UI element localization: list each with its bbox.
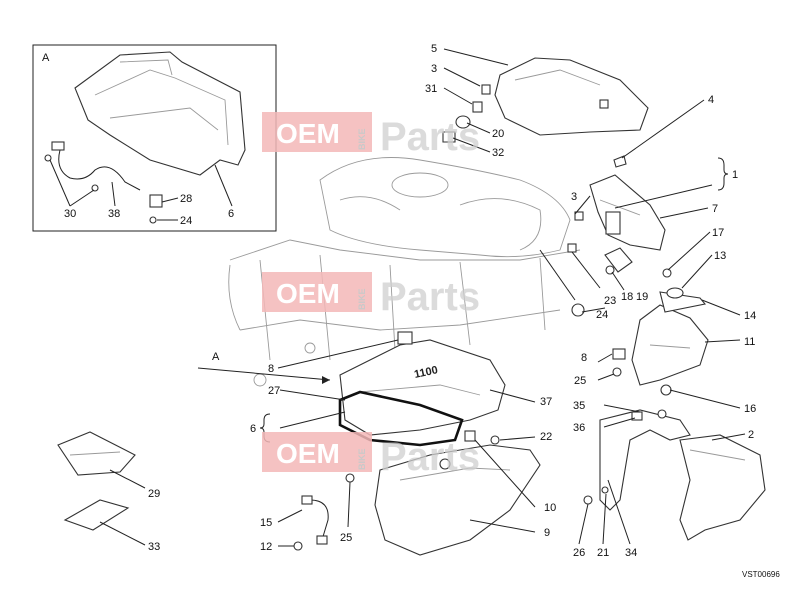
part-clip-8b [612,348,626,360]
callout-22: 22 [540,431,552,443]
callout-5: 5 [431,43,437,55]
part-spacer-20 [455,115,471,129]
fairing-model-label: 1100 [413,364,439,381]
part-washer-21 [601,486,609,494]
svg-text:OEM: OEM [276,438,340,469]
part-bracket-19 [604,247,633,273]
callout-7: 7 [712,203,718,215]
part-grommet-13 [666,287,684,299]
part-bushing-31 [472,101,483,113]
callout-8b: 8 [581,352,587,364]
svg-text:Parts: Parts [380,275,480,319]
callout-3b: 3 [571,191,577,203]
part-tank-cover [494,57,649,136]
part-instrument-cover [589,174,666,251]
part-screw-25 [345,473,355,483]
svg-text:BIKE: BIKE [357,288,367,310]
inset-detail-a: A [32,44,277,232]
callout-13: 13 [714,250,726,262]
part-clip-32 [442,131,456,143]
callout-26: 26 [573,547,585,559]
part-screw-25b [612,367,622,377]
callout-3: 3 [431,63,437,75]
part-grommet-3 [481,84,491,95]
part-side-fairing: 1100 [339,339,506,436]
callout-4: 4 [708,94,714,106]
leader-lines [99,48,746,547]
part-screw-24 [571,303,585,317]
drawing-code: VST00696 [742,570,780,579]
part-screw-26 [583,495,593,505]
watermark-2: OEM BIKE Parts [262,272,480,319]
callout-9: 9 [544,527,550,539]
callout-29: 29 [148,488,160,500]
part-grommet-3b [574,211,584,221]
watermark-3: OEM BIKE Parts [262,432,480,479]
callout-28: 28 [180,193,192,205]
section-label-a: A [212,351,220,363]
part-nut-22 [490,435,500,445]
callout-24: 24 [596,309,608,321]
part-cable-15 [309,499,329,541]
svg-text:OEM: OEM [276,278,340,309]
svg-text:Parts: Parts [380,115,480,159]
callout-10: 10 [544,502,556,514]
callout-11: 11 [744,336,755,348]
part-screw-12 [293,541,303,551]
callout-37: 37 [540,396,552,408]
part-screw-17 [662,268,672,278]
part-lower-fairing [374,444,541,556]
callout-6-inset: 6 [228,208,234,220]
callout-23: 23 [604,295,616,307]
callout-34: 34 [625,547,637,559]
part-manual-33 [63,499,130,531]
callout-2: 2 [748,429,754,441]
part-cable-end-15b [316,535,328,545]
callout-38: 38 [108,208,120,220]
callout-20: 20 [492,128,504,140]
part-inner-fender [599,409,691,511]
part-front-mudguard [679,434,766,541]
callout-36: 36 [573,422,585,434]
inset-label: A [42,52,50,64]
callout-35: 35 [573,400,585,412]
part-air-duct [631,304,709,386]
callout-19: 19 [636,291,648,303]
callout-16: 16 [744,403,756,415]
callout-18: 18 [621,291,633,303]
part-clip-8 [397,331,413,345]
callout-24-inset: 24 [180,215,192,227]
callout-17: 17 [712,227,724,239]
callout-14: 14 [744,310,756,322]
callout-32: 32 [492,147,504,159]
callout-15: 15 [260,517,272,529]
svg-text:BIKE: BIKE [357,448,367,470]
callout-1: 1 [732,169,738,181]
callout-8: 8 [268,363,274,375]
part-gasket-27 [338,390,464,447]
callout-12: 12 [260,541,272,553]
callout-27: 27 [268,385,280,397]
part-clip-10 [464,430,476,442]
callout-25: 25 [340,532,352,544]
part-clip-4 [613,155,627,168]
svg-text:BIKE: BIKE [357,128,367,150]
svg-text:OEM: OEM [276,118,340,149]
part-cable-end-15 [301,495,313,505]
callout-21: 21 [597,547,609,559]
part-nut-23 [567,243,577,253]
part-nut-16 [660,384,672,396]
callout-25b: 25 [574,375,586,387]
callout-31: 31 [425,83,437,95]
callout-6: 6 [250,423,256,435]
callout-33: 33 [148,541,160,553]
callout-30: 30 [64,208,76,220]
watermark-1: OEM BIKE Parts [262,112,480,159]
svg-text:Parts: Parts [380,435,480,479]
